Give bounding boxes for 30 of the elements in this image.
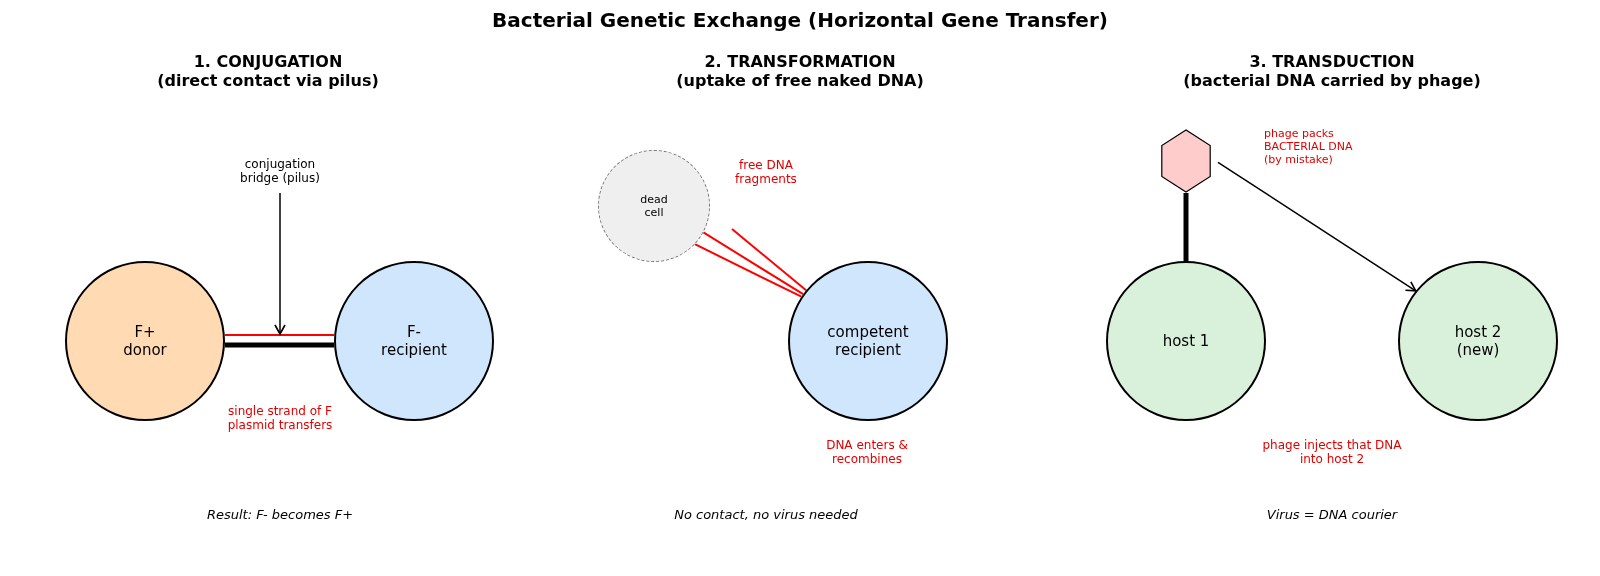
section-subheading: (uptake of free naked DNA) <box>675 71 925 91</box>
result-note: Virus = DNA courier <box>1265 507 1399 523</box>
section-subheading: (direct contact via pilus) <box>156 71 380 91</box>
bridge-line <box>224 342 335 348</box>
section-heading: 1. CONJUGATION <box>192 52 344 72</box>
bridge-line <box>1183 193 1189 261</box>
result-note: No contact, no virus needed <box>673 507 859 523</box>
annotation: DNA enters & recombines <box>825 438 909 467</box>
arrow <box>1217 161 1417 292</box>
leader-line <box>274 192 286 335</box>
recipient-cell-circle: competent recipient <box>788 261 948 421</box>
result-note: Result: F- becomes F+ <box>205 507 355 523</box>
dna-strand-line <box>702 231 805 296</box>
annotation: single strand of F plasmid transfers <box>226 404 334 433</box>
callout-text: conjugation bridge (pilus) <box>232 157 328 186</box>
dna-strand-line <box>731 228 808 292</box>
annotation: phage packs BACTERIAL DNA (by mistake) <box>1264 127 1354 167</box>
section-subheading: (bacterial DNA carried by phage) <box>1182 71 1482 91</box>
host-cell-circle: host 2 (new) <box>1398 261 1558 421</box>
annotation: phage injects that DNA into host 2 <box>1261 438 1403 467</box>
annotation: free DNA fragments <box>734 158 798 187</box>
diagram-title: Bacterial Genetic Exchange (Horizontal Gene Transfer) <box>491 8 1109 32</box>
dna-strand-line <box>693 243 803 298</box>
dead-cell-circle: dead cell <box>598 150 710 262</box>
recipient-cell-circle: F- recipient <box>334 261 494 421</box>
host-cell-circle: host 1 <box>1106 261 1266 421</box>
section-heading: 2. TRANSFORMATION <box>703 52 897 72</box>
section-heading: 3. TRANSDUCTION <box>1248 52 1416 72</box>
donor-cell-circle: F+ donor <box>65 261 225 421</box>
dna-strand-line <box>223 334 336 336</box>
